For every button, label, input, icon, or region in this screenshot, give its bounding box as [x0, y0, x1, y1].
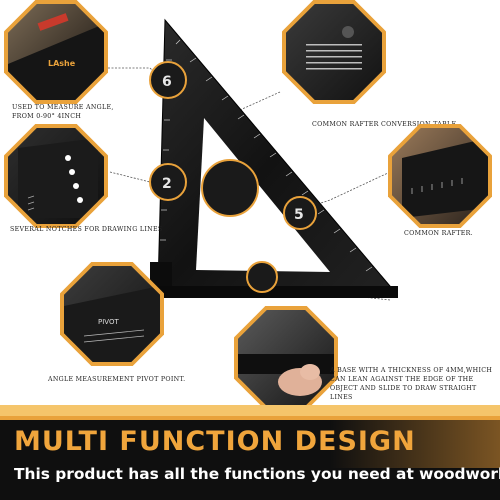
banner-accent-stripe [0, 405, 500, 416]
caption-angle: USED TO MEASURE ANGLE, FROM 0-90° 4INCH [12, 104, 114, 120]
caption-rafter-table: COMMON RAFTER CONVERSION TABLE [312, 121, 457, 128]
banner-subline: This product has all the functions you n… [14, 465, 500, 483]
svg-text:2: 2 [162, 176, 172, 192]
callout-photo-angle: LAshe [4, 0, 108, 104]
svg-text:LAshe: LAshe [48, 59, 76, 68]
caption-notches: SEVERAL NOTCHES FOR DRAWING LINES [10, 226, 163, 233]
callout-photo-base [234, 306, 338, 410]
caption-common-rafter: COMMON RAFTER. [404, 230, 473, 237]
callout-photo-notches [4, 124, 108, 228]
bottom-banner [0, 420, 500, 500]
banner-accent-line [0, 416, 500, 420]
caption-base: A BASE WITH A THICKNESS OF 4MM,WHICH CAN… [330, 367, 493, 402]
banner-glow [330, 420, 500, 468]
callout-photo-pivot: PIVOT [60, 262, 164, 366]
banner-headline: MULTI FUNCTION DESIGN [14, 426, 416, 457]
svg-text:6: 6 [162, 74, 172, 90]
svg-text:PIVOT: PIVOT [98, 318, 119, 326]
svg-text:5: 5 [294, 207, 304, 223]
callout-photo-rafter-table [282, 0, 386, 104]
callout-photo-common-rafter [388, 124, 492, 228]
caption-pivot: ANGLE MEASUREMENT PIVOT POINT. [48, 376, 186, 383]
